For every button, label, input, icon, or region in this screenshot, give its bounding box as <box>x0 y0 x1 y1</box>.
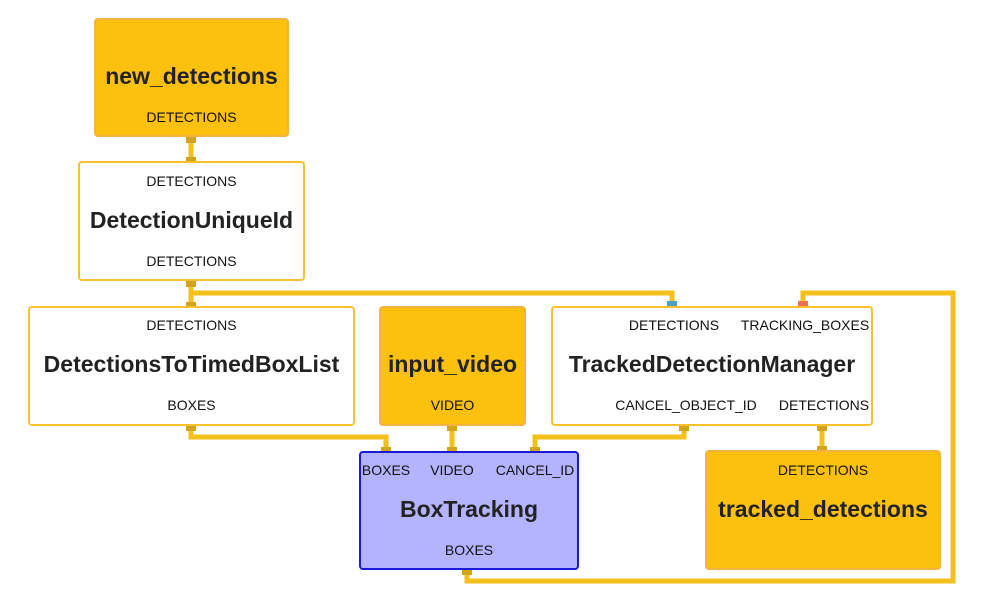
node-tracked-detections[interactable]: DETECTIONS tracked_detections <box>705 450 941 570</box>
port-label-boxes-out: BOXES <box>167 397 216 413</box>
port-tracked-detection-manager-cancel-out <box>679 421 689 431</box>
port-detections-to-timed-box-list-out <box>186 421 196 431</box>
node-title: DetectionsToTimedBoxList <box>43 351 340 377</box>
node-title: tracked_detections <box>718 496 928 522</box>
port-label-detections-in: DETECTIONS <box>777 462 869 478</box>
port-new-detections-out <box>186 133 196 143</box>
node-box-tracking[interactable]: BOXES VIDEO CANCEL_ID BoxTracking BOXES <box>359 451 579 570</box>
port-tracked-detection-manager-detections-out <box>817 421 827 431</box>
node-title: new_detections <box>105 63 278 89</box>
port-label-detections-in: DETECTIONS <box>628 317 720 333</box>
port-label-cancel-id-in: CANCEL_ID <box>495 462 575 478</box>
port-label-video-out: VIDEO <box>430 397 475 413</box>
node-title: input_video <box>387 351 518 377</box>
node-input-video[interactable]: input_video VIDEO <box>379 306 526 426</box>
port-input-video-out <box>447 421 457 431</box>
edge-detection-unique-id-to-tracked-detection-manager <box>191 290 675 306</box>
port-label-boxes-in: BOXES <box>361 462 411 478</box>
node-tracked-detection-manager[interactable]: DETECTIONS TRACKING_BOXES TrackedDetecti… <box>551 306 873 426</box>
port-box-tracking-boxes-out <box>462 565 472 575</box>
port-label-boxes-out: BOXES <box>444 542 494 558</box>
port-label-detections-out: DETECTIONS <box>146 253 237 269</box>
port-label-detections-in: DETECTIONS <box>146 317 237 333</box>
edge-box-tracking-to-tracking-boxes <box>464 290 956 584</box>
port-label-cancel-object-id-out: CANCEL_OBJECT_ID <box>615 397 757 413</box>
edge-boxes-to-box-tracking <box>188 426 389 451</box>
node-title: TrackedDetectionManager <box>568 351 856 377</box>
node-title: BoxTracking <box>399 496 539 522</box>
node-detection-unique-id[interactable]: DETECTIONS DetectionUniqueId DETECTIONS <box>78 161 305 281</box>
port-label-detections-out: DETECTIONS <box>146 109 237 125</box>
port-label-tracking-boxes-in: TRACKING_BOXES <box>740 317 870 333</box>
port-label-detections-in: DETECTIONS <box>146 173 237 189</box>
port-detection-unique-id-out <box>186 277 196 287</box>
edge-cancel-object-id-to-box-tracking <box>532 426 687 451</box>
port-label-detections-out: DETECTIONS <box>778 397 870 413</box>
node-detections-to-timed-box-list[interactable]: DETECTIONS DetectionsToTimedBoxList BOXE… <box>28 306 355 426</box>
node-new-detections[interactable]: new_detections DETECTIONS <box>94 18 289 137</box>
port-label-video-in: VIDEO <box>430 462 474 478</box>
node-title: DetectionUniqueId <box>89 207 294 233</box>
